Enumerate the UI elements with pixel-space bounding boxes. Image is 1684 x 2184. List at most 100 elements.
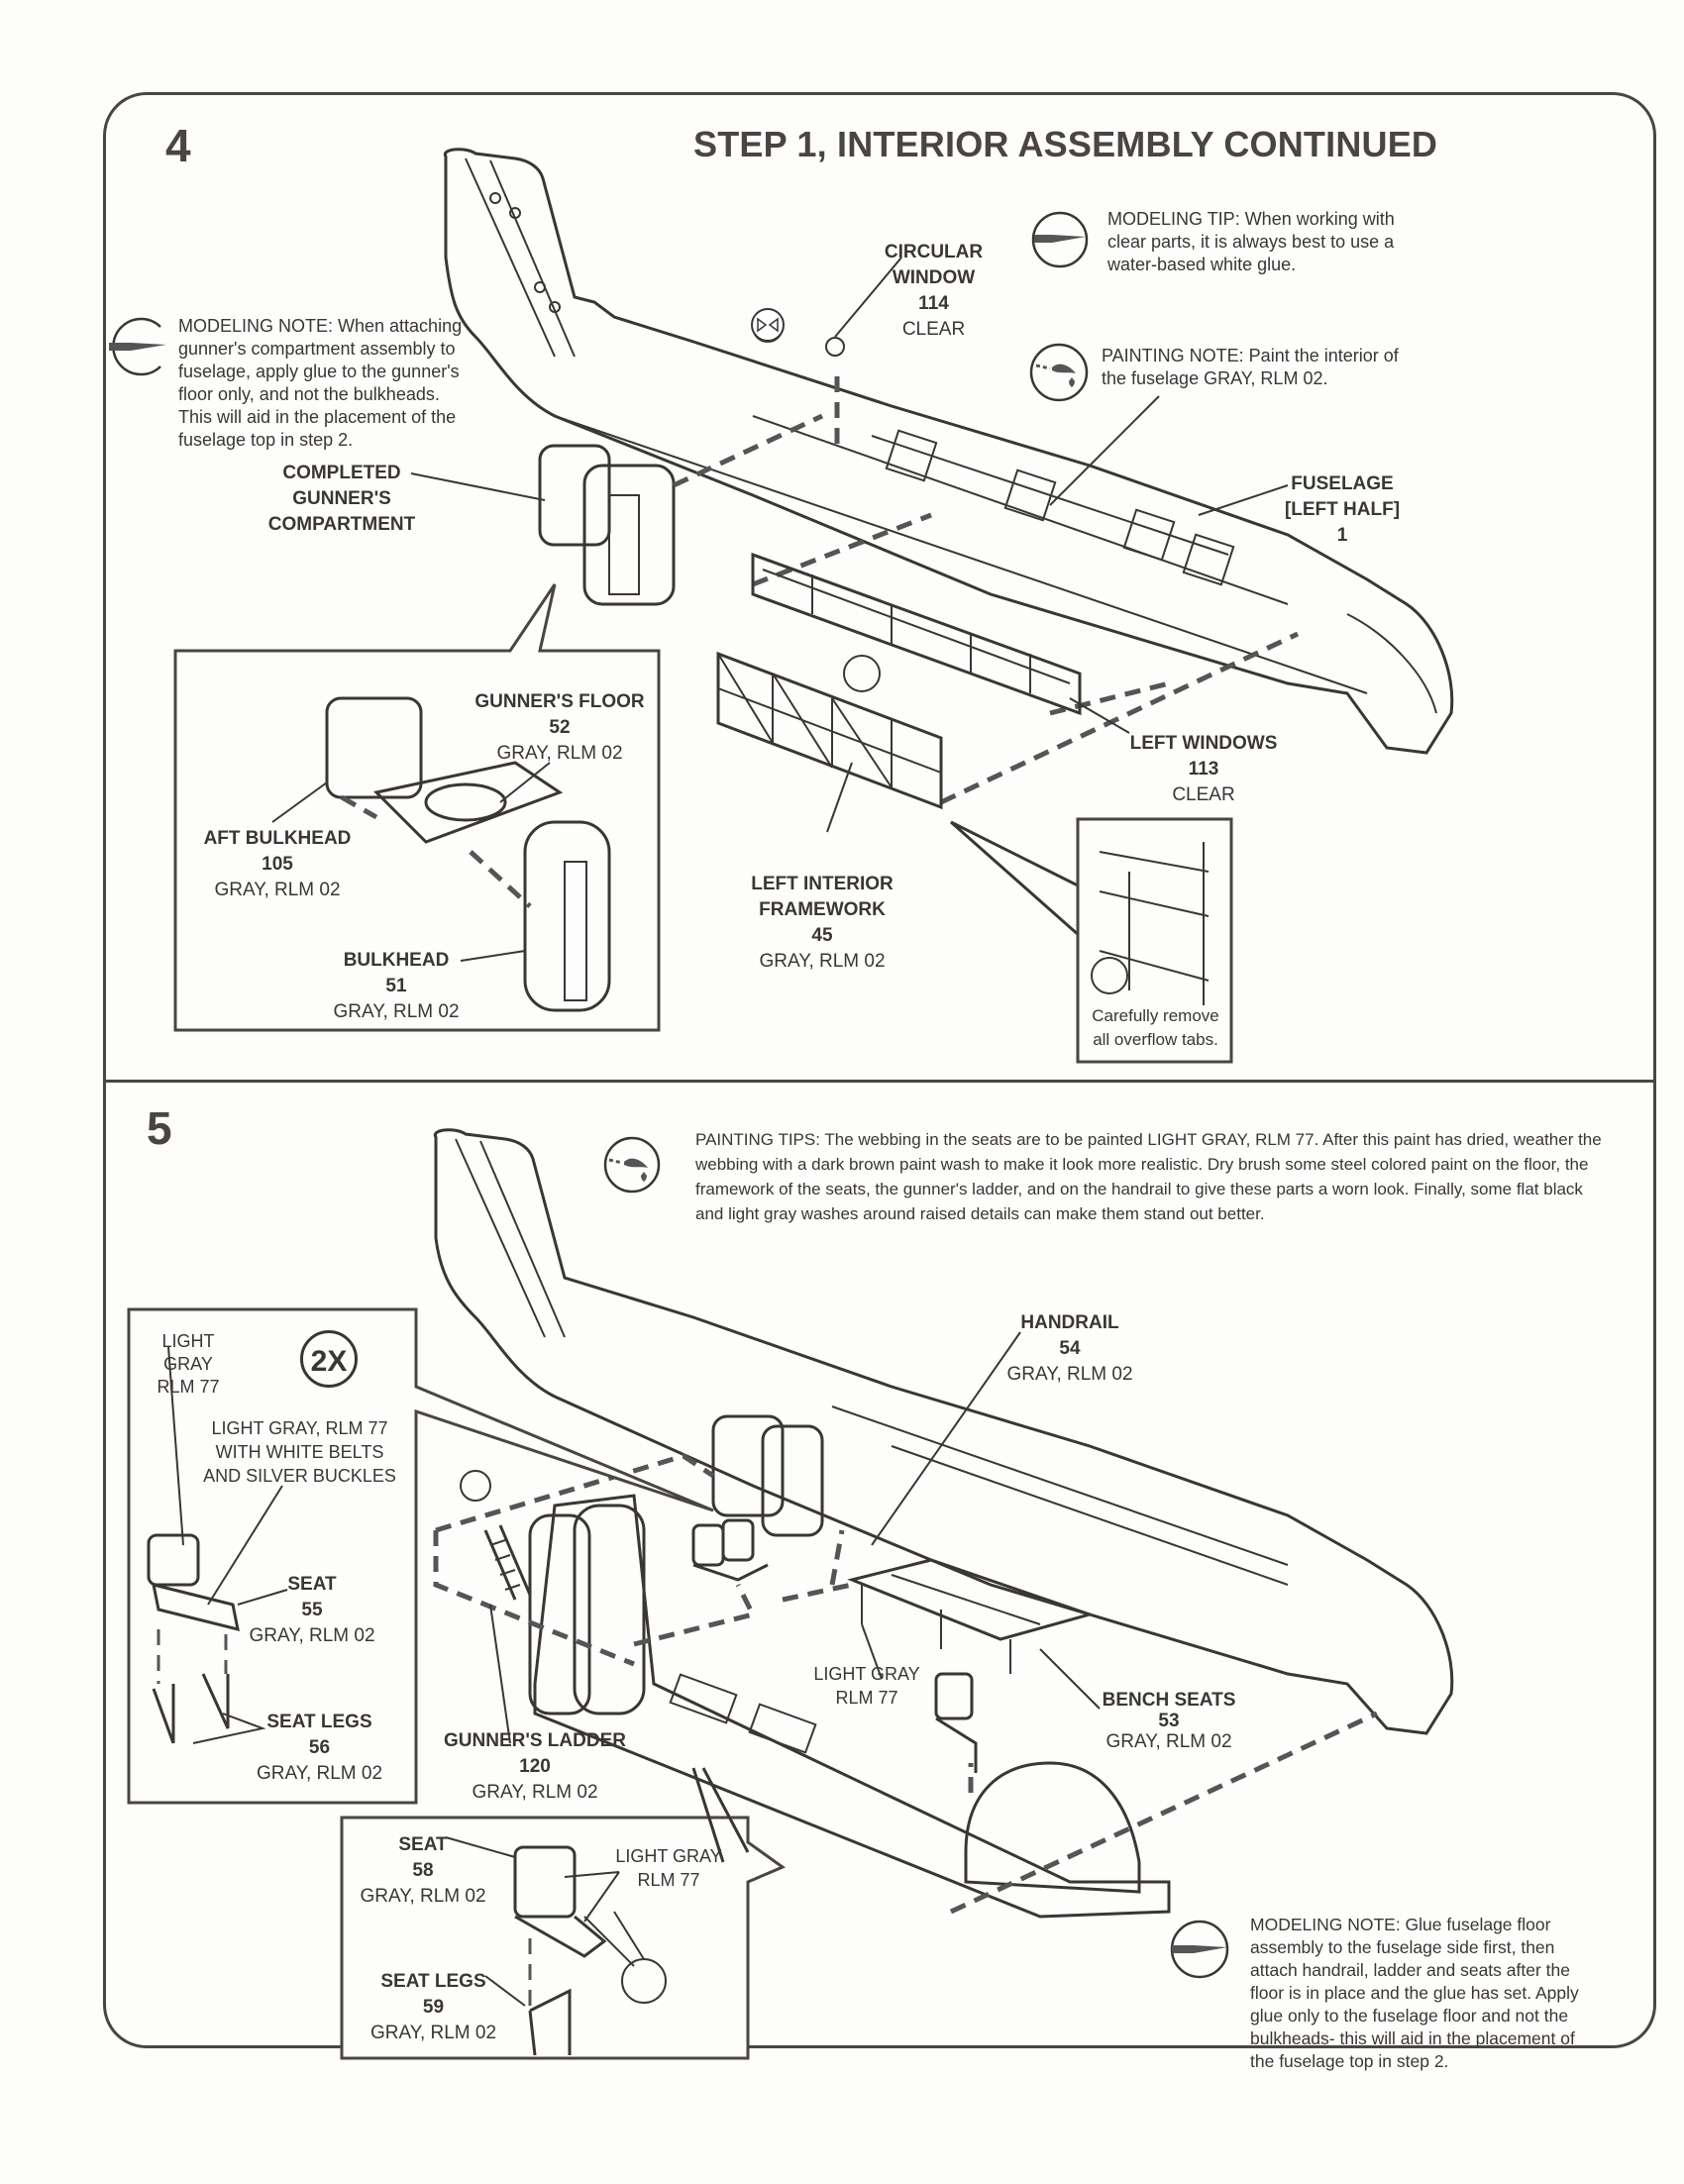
tab-marker-icon [460, 1470, 491, 1502]
light-gray-mid-label: LIGHT GRAY RLM 77 [802, 1662, 931, 1710]
part-color: GRAY, RLM 02 [1105, 1731, 1232, 1752]
part-number: 54 [1059, 1338, 1081, 1359]
bench-seats-drawing [847, 1558, 1096, 1674]
left-windows-label: LEFT WINDOWS 113 CLEAR [1119, 731, 1288, 808]
part-name: GUNNER'S LADDER [444, 1730, 626, 1751]
part-name: BULKHEAD [343, 950, 450, 971]
seat58-inset [340, 1816, 787, 2060]
left-interior-framework-label: LEFT INTERIOR FRAMEWORK 45 GRAY, RLM 02 [733, 872, 911, 975]
part-color: GRAY, RLM 02 [333, 1001, 460, 1022]
circular-window-label: CIRCULAR WINDOW 114 CLEAR [872, 240, 996, 343]
tab-marker-icon [843, 655, 881, 692]
part-color: GRAY, RLM 02 [369, 2023, 497, 2043]
part-name: AFT BULKHEAD [203, 828, 352, 849]
step-number-4: 4 [165, 120, 191, 171]
color-line: RLM 77 [835, 1688, 898, 1708]
fuselage-left-half-drawing [443, 148, 1454, 755]
part-color: GRAY, RLM 02 [1006, 1364, 1133, 1385]
label-line: COMPLETED [282, 463, 401, 483]
overflow-tabs-inset [950, 817, 1233, 1064]
part-number: 45 [811, 925, 833, 946]
fuselage-step5-drawing [433, 1128, 1454, 1735]
quantity-badge: 2X [300, 1330, 358, 1388]
part-number: 59 [422, 1997, 445, 2018]
part-number: 55 [301, 1600, 323, 1620]
modeling-note-text: MODELING NOTE: When attaching gunner's c… [178, 316, 463, 450]
seat-back-color-label: LIGHT GRAY RLM 77 [139, 1330, 238, 1399]
part-number: 58 [412, 1860, 434, 1881]
part-name: LEFT WINDOWS [1129, 733, 1278, 754]
seat-legs59-label: SEAT LEGS 59 GRAY, RLM 02 [367, 1969, 500, 2046]
label-line: GUNNER'S [292, 488, 391, 509]
step-divider [103, 1080, 1656, 1083]
left-interior-framework-drawing [716, 651, 943, 810]
completed-gunners-compartment-label: COMPLETED GUNNER'S COMPARTMENT [267, 461, 416, 538]
color-line: WITH WHITE BELTS [215, 1442, 384, 1462]
label-line: COMPARTMENT [267, 514, 416, 535]
gunners-floor-label: GUNNER'S FLOOR 52 GRAY, RLM 02 [466, 689, 654, 767]
color-line: AND SILVER BUCKLES [203, 1466, 396, 1486]
part-name: SEAT LEGS [380, 1971, 486, 1992]
part-number: 51 [385, 976, 407, 996]
part-color: GRAY, RLM 02 [249, 1625, 375, 1646]
seat58-color-label: LIGHT GRAY RLM 77 [614, 1844, 723, 1892]
seat58-label: SEAT 58 GRAY, RLM 02 [359, 1832, 487, 1910]
aft-bulkhead-label: AFT BULKHEAD 105 GRAY, RLM 02 [188, 826, 367, 903]
color-line: LIGHT GRAY [813, 1664, 920, 1684]
part-name: CIRCULAR [884, 242, 984, 262]
part-color: GRAY, RLM 02 [214, 880, 341, 900]
fuselage-left-half-label: FUSELAGE [LEFT HALF] 1 [1278, 471, 1407, 549]
bulkhead-label: BULKHEAD 51 GRAY, RLM 02 [317, 948, 475, 1025]
part-number: 113 [1188, 759, 1219, 780]
part-color: CLEAR [1172, 784, 1235, 805]
painting-tips-text: PAINTING TIPS: The webbing in the seats … [695, 1130, 1602, 1223]
knife-icon [109, 317, 166, 376]
color-line: RLM 77 [637, 1870, 700, 1890]
part-name: FRAMEWORK [759, 899, 886, 920]
knife-icon [1031, 211, 1089, 268]
part-number: 52 [549, 717, 571, 738]
seat-legs56-label: SEAT LEGS 56 GRAY, RLM 02 [253, 1710, 386, 1787]
part-name: WINDOW [892, 267, 976, 288]
seats-pair-drawing [691, 1518, 978, 1773]
seat-webbing-color-label: LIGHT GRAY, RLM 77 WITH WHITE BELTS AND … [188, 1416, 411, 1488]
page-title: STEP 1, INTERIOR ASSEMBLY CONTINUED [693, 124, 1438, 164]
overflow-tabs-note: Carefully remove all overflow tabs. [1092, 1006, 1219, 1049]
part-number: 105 [262, 854, 293, 875]
bench-seats-label: BENCH SEATS 53 GRAY, RLM 02 [1095, 1690, 1243, 1752]
part-name: GUNNER'S FLOOR [474, 691, 645, 712]
modeling-tip-text: MODELING TIP: When working with clear pa… [1107, 209, 1395, 274]
part-number: 56 [308, 1737, 331, 1758]
part-color: GRAY, RLM 02 [472, 1782, 598, 1803]
color-line: LIGHT GRAY, RLM 77 [211, 1418, 388, 1438]
page-frame [103, 92, 1656, 2048]
part-name: BENCH SEATS [1102, 1690, 1236, 1711]
part-number: 1 [1336, 525, 1348, 546]
part-name: SEAT LEGS [266, 1712, 372, 1732]
part-number: 114 [918, 293, 949, 314]
paintbrush-icon [1029, 343, 1089, 402]
handrail-label: HANDRAIL 54 GRAY, RLM 02 [1000, 1310, 1139, 1388]
color-line: LIGHT GRAY [615, 1846, 722, 1866]
part-number: 120 [519, 1756, 551, 1777]
gunners-compartment-drawing [538, 444, 676, 606]
floor-assembly-drawing [528, 1494, 1171, 1919]
knife-icon [1170, 1920, 1229, 1979]
color-line: LIGHT GRAY [161, 1331, 215, 1374]
part-color: GRAY, RLM 02 [759, 951, 886, 972]
gunners-ladder-label: GUNNER'S LADDER 120 GRAY, RLM 02 [436, 1728, 634, 1806]
gunners-parts-inset [173, 583, 661, 1032]
part-color: GRAY, RLM 02 [256, 1763, 383, 1784]
part-color: CLEAR [901, 319, 966, 340]
part-name: SEAT [287, 1574, 337, 1595]
part-name: HANDRAIL [1020, 1312, 1119, 1333]
part-name: [LEFT HALF] [1284, 499, 1401, 520]
color-line: RLM 77 [157, 1377, 220, 1397]
gunners-ladder-drawing [483, 1524, 532, 1601]
overflow-tab-icon [751, 308, 785, 342]
part-color: GRAY, RLM 02 [496, 743, 623, 764]
part-name: FUSELAGE [1291, 473, 1394, 494]
part-name: SEAT [398, 1834, 448, 1855]
painting-note-text: PAINTING NOTE: Paint the interior of the… [1102, 346, 1399, 388]
